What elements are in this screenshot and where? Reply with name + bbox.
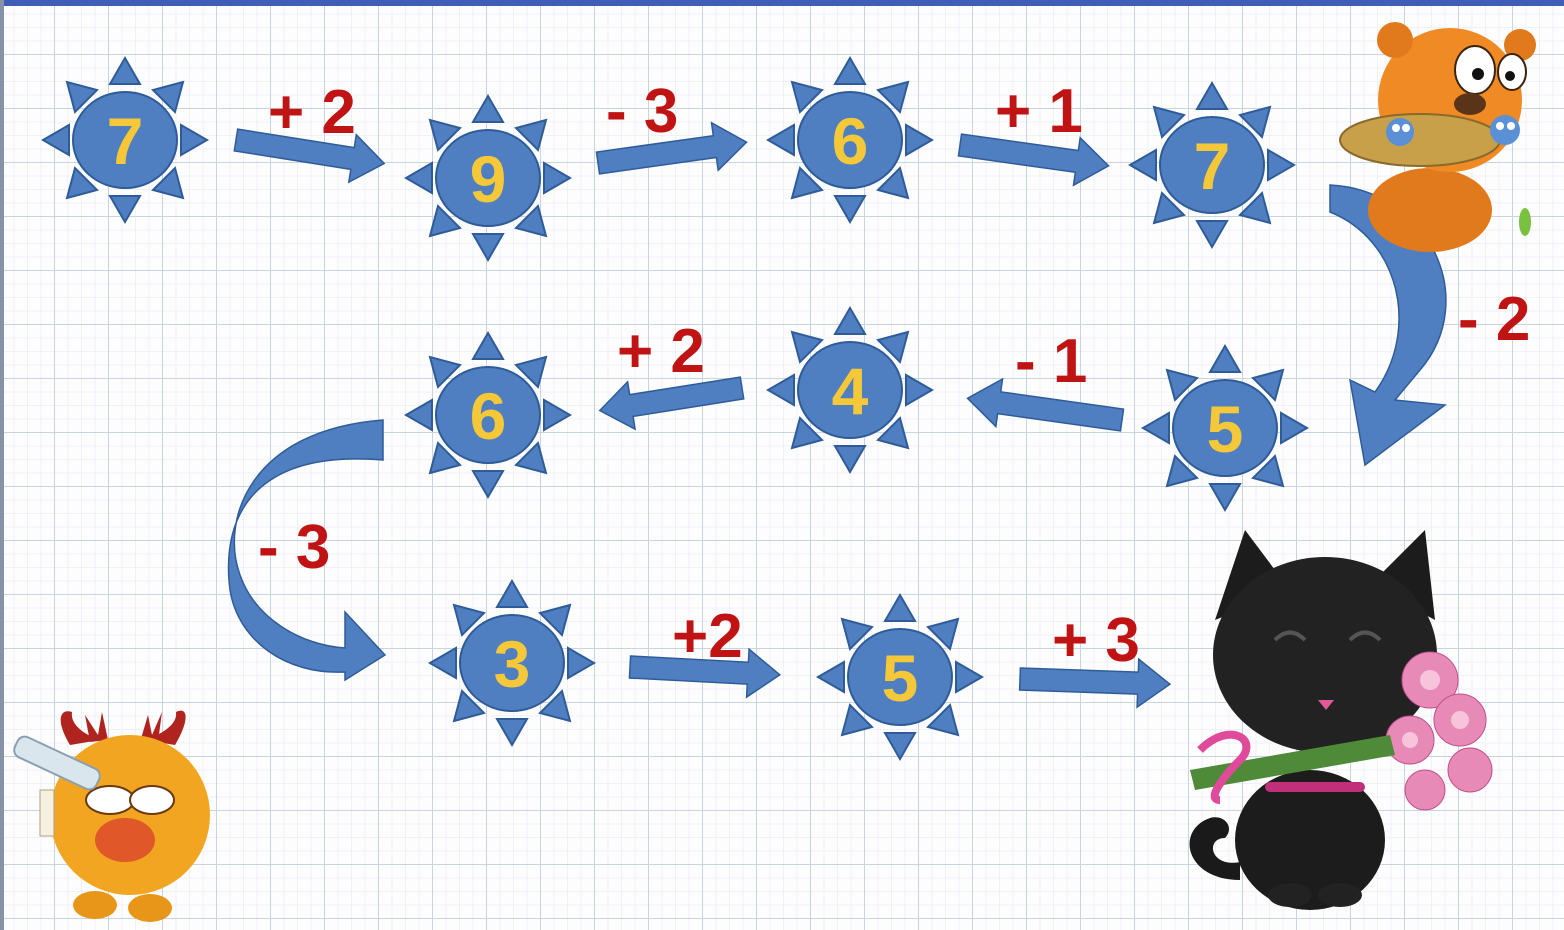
operation-label: - 2 — [1458, 285, 1530, 354]
operation-label: - 3 — [258, 513, 330, 582]
operation-label: - 3 — [606, 77, 678, 146]
operation-label: + 3 — [1052, 606, 1140, 675]
operation-label: + 2 — [268, 78, 356, 147]
sun-number: 7 — [107, 104, 144, 178]
operation-label: - 1 — [1015, 327, 1087, 396]
sun-number: 3 — [494, 627, 531, 701]
black-cat-with-flowers-icon — [1190, 530, 1492, 910]
sun-number: 5 — [1207, 392, 1244, 466]
moose-with-telescope-icon — [12, 711, 210, 922]
sun-number: 9 — [470, 142, 507, 216]
sun-number: 5 — [882, 641, 919, 715]
sun-number: 6 — [832, 104, 869, 178]
bear-with-nest-icon — [1340, 22, 1536, 252]
sun-number: 7 — [1194, 129, 1231, 203]
operation-label: +2 — [672, 602, 743, 671]
sun-number: 4 — [832, 354, 869, 428]
operation-label: + 1 — [995, 77, 1083, 146]
sun-number: 6 — [470, 379, 507, 453]
operation-label: + 2 — [617, 317, 705, 386]
